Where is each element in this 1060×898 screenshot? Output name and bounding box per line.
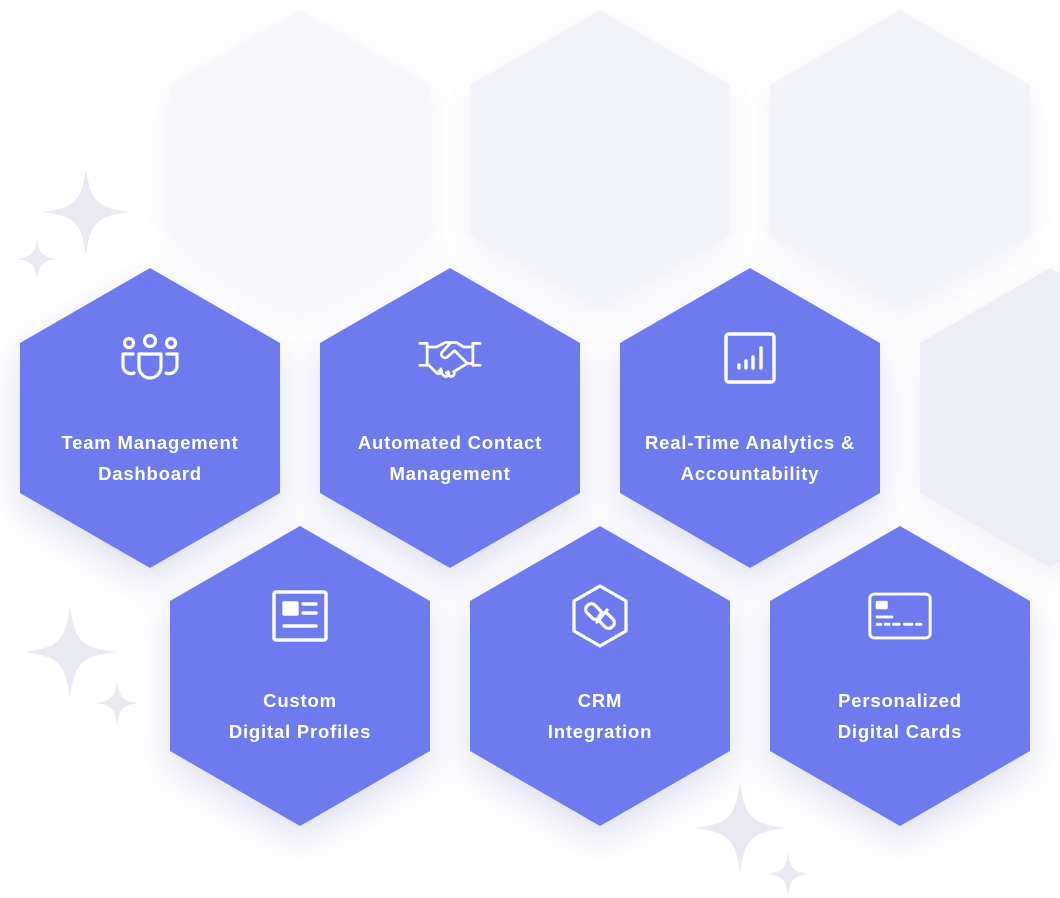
feature-label-line: Digital Cards	[837, 721, 963, 742]
feature-label-line: Team Management	[61, 432, 239, 453]
background-hexagon	[170, 10, 430, 310]
sparkle-icon	[42, 168, 130, 256]
feature-label: Automated Contact Management	[358, 427, 542, 489]
handshake-icon	[418, 326, 482, 390]
sparkle-icon	[766, 852, 810, 896]
feature-personalized-digital-cards: Personalized Digital Cards	[770, 526, 1030, 826]
analytics-chart-icon	[718, 326, 782, 390]
feature-label-line: Dashboard	[98, 463, 202, 484]
feature-label: Custom Digital Profiles	[229, 685, 371, 747]
profile-card-icon	[268, 584, 332, 648]
digital-card-icon	[868, 584, 932, 648]
background-hexagon	[470, 10, 730, 310]
sparkle-icon	[694, 782, 786, 874]
feature-real-time-analytics: Real-Time Analytics & Accountability	[620, 268, 880, 568]
sparkle-icon	[16, 238, 58, 280]
feature-label-line: Integration	[547, 721, 653, 742]
feature-label: Team Management Dashboard	[61, 427, 238, 489]
feature-label-line: Accountability	[680, 463, 820, 484]
feature-label-line: Custom	[263, 690, 337, 711]
crm-integration-icon	[568, 584, 632, 648]
feature-label: Personalized Digital Cards	[838, 685, 963, 747]
feature-label-line: Management	[389, 463, 511, 484]
feature-team-management-dashboard: Team Management Dashboard	[20, 268, 280, 568]
feature-label-line: Digital Profiles	[228, 721, 372, 742]
feature-label: Real-Time Analytics & Accountability	[645, 427, 855, 489]
background-hexagon	[920, 268, 1060, 568]
feature-label-line: CRM	[577, 690, 623, 711]
sparkle-icon	[24, 606, 116, 698]
feature-label: CRM Integration	[548, 685, 652, 747]
feature-crm-integration: CRM Integration	[470, 526, 730, 826]
background-hexagon	[770, 10, 1030, 310]
feature-label-line: Real-Time Analytics &	[644, 432, 856, 453]
feature-label-line: Automated Contact	[357, 432, 543, 453]
feature-automated-contact-management: Automated Contact Management	[320, 268, 580, 568]
feature-custom-digital-profiles: Custom Digital Profiles	[170, 526, 430, 826]
feature-label-line: Personalized	[838, 690, 962, 711]
team-icon	[118, 326, 182, 390]
sparkle-icon	[95, 681, 139, 725]
